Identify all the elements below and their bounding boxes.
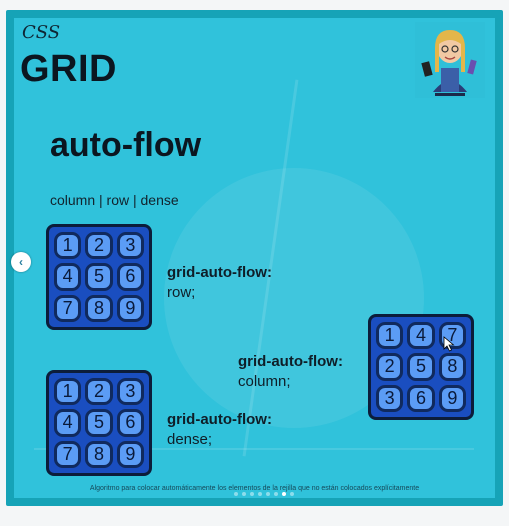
grid-cell: 7 xyxy=(438,322,466,350)
previous-slide-button[interactable]: ‹ xyxy=(11,252,31,272)
property-value: row; xyxy=(167,284,196,301)
carousel-dot[interactable] xyxy=(274,492,278,496)
grid-cell: 8 xyxy=(85,440,113,468)
carousel-dot[interactable] xyxy=(242,492,246,496)
property-value: column; xyxy=(238,373,291,390)
property-name: grid-auto-flow: xyxy=(167,411,272,428)
background-line xyxy=(34,448,474,450)
label-dense: grid-auto-flow: dense; xyxy=(167,410,272,450)
grid-cell: 9 xyxy=(116,294,144,322)
grid-cell: 6 xyxy=(407,384,435,412)
carousel-dot[interactable] xyxy=(250,492,254,496)
css-label: CSS xyxy=(22,22,61,43)
grid-example-dense: 1 2 3 4 5 6 7 8 9 xyxy=(46,370,152,476)
grid-cell: 8 xyxy=(85,294,113,322)
chevron-left-icon: ‹ xyxy=(19,255,23,269)
grid-example-row: 1 2 3 4 5 6 7 8 9 xyxy=(46,224,152,330)
carousel-dot[interactable] xyxy=(290,492,294,496)
grid-cell: 9 xyxy=(438,384,466,412)
grid-cell: 9 xyxy=(116,440,144,468)
mouse-cursor-icon xyxy=(443,336,455,352)
grid-cell: 2 xyxy=(85,232,113,260)
grid-cell: 1 xyxy=(376,322,404,350)
grid-cell: 1 xyxy=(54,378,82,406)
grid-cell: 7 xyxy=(54,294,82,322)
slide-title: auto-flow xyxy=(50,126,202,164)
property-value: dense; xyxy=(167,431,213,448)
grid-cell: 6 xyxy=(116,263,144,291)
carousel-dot[interactable] xyxy=(258,492,262,496)
slide-card: CSS GRID auto-flow column | row | dense … xyxy=(14,18,495,498)
grid-cell: 5 xyxy=(407,353,435,381)
grid-cell: 1 xyxy=(54,232,82,260)
avatar-illustration xyxy=(415,22,485,98)
property-name: grid-auto-flow: xyxy=(167,264,272,281)
grid-cell: 4 xyxy=(54,409,82,437)
grid-cell: 7 xyxy=(54,440,82,468)
auto-flow-options: column | row | dense xyxy=(50,192,179,208)
property-name: grid-auto-flow: xyxy=(238,353,343,370)
carousel-dot[interactable] xyxy=(266,492,270,496)
grid-cell: 3 xyxy=(116,232,144,260)
grid-cell: 3 xyxy=(376,384,404,412)
grid-cell: 5 xyxy=(85,263,113,291)
grid-cell: 4 xyxy=(54,263,82,291)
label-row: grid-auto-flow: row; xyxy=(167,263,272,303)
slide-caption: Algoritmo para colocar automáticamente l… xyxy=(89,485,420,492)
grid-cell: 2 xyxy=(376,353,404,381)
grid-cell: 8 xyxy=(438,353,466,381)
grid-example-column: 1 4 7 2 5 8 3 6 9 xyxy=(368,314,474,420)
grid-label: GRID xyxy=(20,48,117,90)
post-frame: CSS GRID auto-flow column | row | dense … xyxy=(6,10,503,506)
grid-cell: 4 xyxy=(407,322,435,350)
carousel-dot[interactable] xyxy=(282,492,286,496)
carousel-dots[interactable] xyxy=(234,492,294,496)
grid-cell: 5 xyxy=(85,409,113,437)
label-column: grid-auto-flow: column; xyxy=(238,352,343,392)
grid-cell: 2 xyxy=(85,378,113,406)
carousel-dot[interactable] xyxy=(234,492,238,496)
grid-cell: 3 xyxy=(116,378,144,406)
grid-cell: 6 xyxy=(116,409,144,437)
